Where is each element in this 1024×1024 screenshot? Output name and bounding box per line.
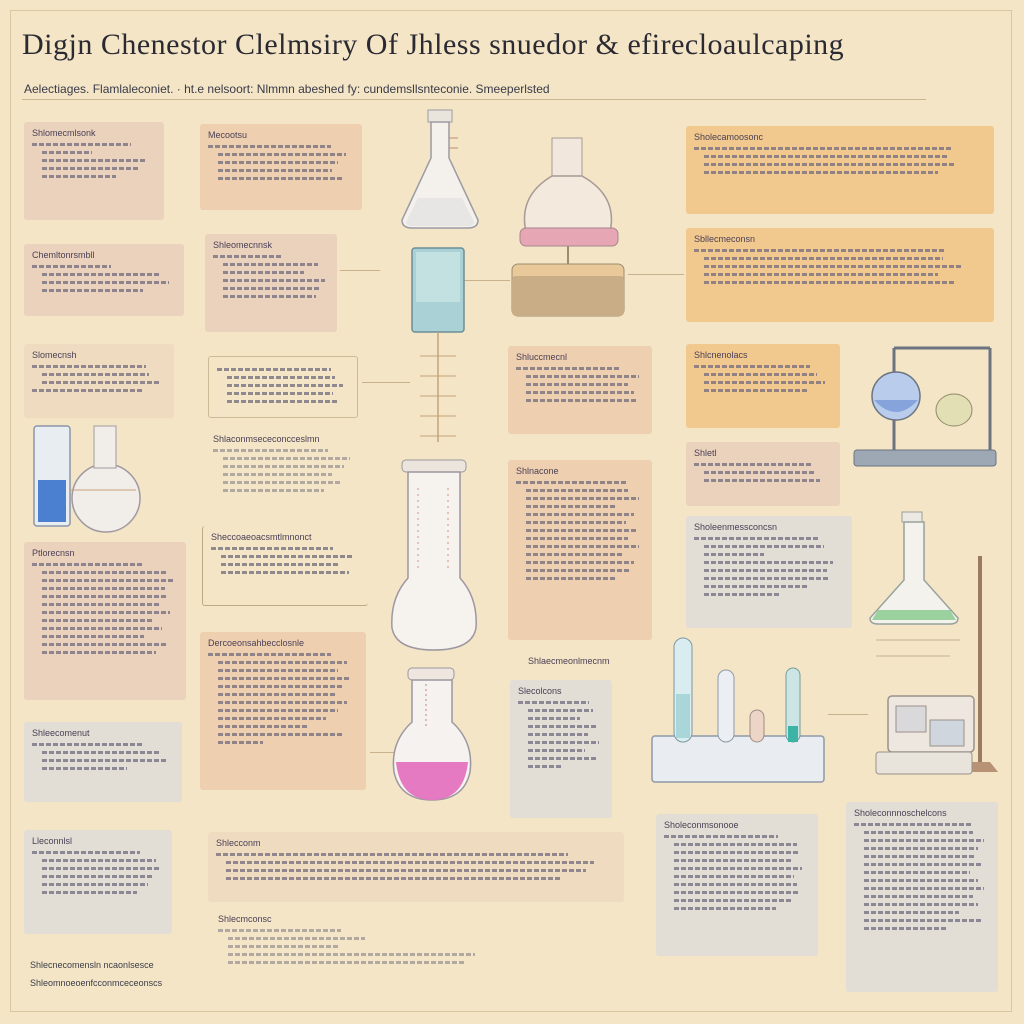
- note-card: Ptlorecnsn: [24, 542, 186, 700]
- erlenmeyer-flask-icon: [401, 109, 479, 229]
- note-card: Shlaecmeonlmecnmsh: [520, 650, 610, 674]
- note-card: Lleconnlsl: [24, 830, 172, 934]
- note-card: Shleecomenut: [24, 722, 182, 802]
- title-divider: [22, 99, 926, 100]
- note-card: Sholeconmsonooe: [656, 814, 818, 956]
- note-card: Shlnacone: [508, 460, 652, 640]
- connector-line: [370, 752, 400, 753]
- note-heading: Mecootsu: [208, 130, 248, 140]
- note-card: Chemltonrsmbll: [24, 244, 184, 316]
- note-card: Mecootsu: [200, 124, 362, 210]
- note-heading: Slomecnsh: [32, 350, 77, 360]
- note-heading: Shleecomenut: [32, 728, 90, 738]
- note-heading: Lleconnlsl: [32, 836, 73, 846]
- footer-line: Shlecnecomensln ncaonlsesce: [30, 960, 154, 970]
- connector-line: [340, 270, 380, 271]
- connector-line: [362, 382, 410, 383]
- connector-line: [440, 280, 510, 281]
- note-card: Shletl: [686, 442, 840, 506]
- note-heading: Ptlorecnsn: [32, 548, 75, 558]
- note-card: Sholeenmessconcsn: [686, 516, 852, 628]
- note-heading: Sholecamoosonc: [694, 132, 764, 142]
- boiling-flask-icon: [392, 667, 472, 801]
- note-heading: Shlecconm: [216, 838, 261, 848]
- round-flask-on-stand-icon: [511, 137, 625, 317]
- note-heading: Sholeconnnoschelcons: [854, 808, 947, 818]
- note-heading: Shleomecnnsk: [213, 240, 273, 250]
- conical-flask-icon: [869, 511, 959, 625]
- poster-subtitle: Aelectiages. Flamlaleconiet. · ht.e nels…: [24, 82, 550, 96]
- note-heading: Sbllecmeconsn: [694, 234, 756, 244]
- volumetric-flask-icon: [391, 459, 477, 651]
- note-heading: Chemltonrsmbll: [32, 250, 95, 260]
- note-heading: Shlcnenolacs: [694, 350, 748, 360]
- note-heading: Sholeconmsonooe: [664, 820, 739, 830]
- footer-line: Shleomnoeoenfcconmceceonscs: [30, 978, 163, 988]
- distillation-apparatus-icon: [853, 346, 997, 467]
- note-heading: Shlaecmeonlmecnmsh: [528, 656, 610, 666]
- note-heading: Sholeenmessconcsn: [694, 522, 778, 532]
- note-heading: Slecolcons: [518, 686, 562, 696]
- note-heading: Shlecmconsc: [218, 914, 272, 924]
- note-heading: Dercoeonsahbecclosnle: [208, 638, 305, 648]
- flask-and-beaker-icon: [33, 425, 141, 533]
- note-heading: Shluccmecnl: [516, 352, 568, 362]
- note-heading: Sheccoaeoacsmtlmnonct: [211, 532, 312, 542]
- note-card: Shlcnenolacs: [686, 344, 840, 428]
- note-heading: Shlomecmlsonk: [32, 128, 96, 138]
- test-tube-rack-icon: [651, 637, 825, 783]
- note-card: Sholeconnnoschelcons: [846, 802, 998, 992]
- note-card: Slecolcons: [510, 680, 612, 818]
- poster-frame: [10, 10, 1012, 1012]
- note-card: [208, 356, 358, 418]
- note-card: Shlecmconsc: [210, 908, 500, 978]
- connector-line: [828, 714, 868, 715]
- note-card: Sheccoaeoacsmtlmnonct: [202, 526, 368, 606]
- note-card: Shleomecnnsk: [205, 234, 337, 332]
- note-card: Shlaconmsececoncceslmn: [205, 428, 365, 520]
- note-card: Shlecconm: [208, 832, 624, 902]
- note-card: Shluccmecnl: [508, 346, 652, 434]
- poster-title: Digjn Chenestor Clelmsiry Of Jhless snue…: [22, 28, 845, 61]
- connector-line: [628, 274, 684, 275]
- note-card: Dercoeonsahbecclosnle: [200, 632, 366, 790]
- note-card: Slomecnsh: [24, 344, 174, 418]
- note-heading: Shlnacone: [516, 466, 559, 476]
- note-heading: Shletl: [694, 448, 717, 458]
- note-card: Shlomecmlsonk: [24, 122, 164, 220]
- graduated-cylinder-icon: [411, 247, 465, 442]
- note-card: Sbllecmeconsn: [686, 228, 994, 322]
- note-heading: Shlaconmsececoncceslmn: [213, 434, 320, 444]
- lab-scale-and-stand-icon: [875, 556, 998, 775]
- note-card: Sholecamoosonc: [686, 126, 994, 214]
